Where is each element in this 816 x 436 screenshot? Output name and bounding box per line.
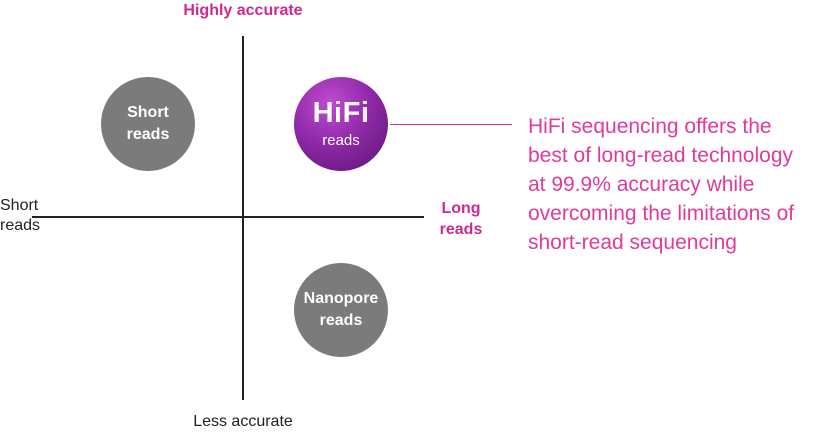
- callout-line-3: at 99.9% accuracy while: [528, 173, 755, 196]
- callout-line-5: short-read sequencing: [528, 231, 737, 254]
- axis-label-right: Long reads: [430, 198, 492, 240]
- short-reads-label-line-2: reads: [126, 126, 170, 143]
- callout-line-4: overcoming the limitations of: [528, 202, 795, 225]
- callout-line-1: HiFi sequencing offers the: [528, 115, 772, 138]
- callout-connector-line: [390, 124, 512, 125]
- hifi-logo-subtext: reads: [322, 132, 360, 149]
- nanopore-label-line-1: Nanopore: [303, 290, 379, 307]
- hifi-reads-logo: HiFi reads: [294, 77, 388, 171]
- short-reads-label-line-1: Short: [127, 104, 169, 121]
- axis-label-right-line-2: reads: [439, 221, 483, 238]
- nanopore-reads-circle: Nanopore reads: [294, 263, 388, 357]
- short-reads-circle: Short reads: [101, 77, 195, 171]
- callout-line-2: best of long-read technology: [528, 144, 794, 167]
- axis-label-left-line-2: reads: [0, 217, 41, 234]
- hifi-logo-text: HiFi: [312, 97, 370, 129]
- axis-label-left-line-1: Short: [0, 197, 39, 214]
- axis-label-right-line-1: Long: [441, 200, 481, 217]
- axis-label-top: Highly accurate: [183, 2, 303, 19]
- axis-label-bottom: Less accurate: [193, 413, 293, 430]
- horizontal-axis: [32, 216, 424, 218]
- callout-text: HiFi sequencing offers the best of long-…: [528, 112, 814, 257]
- vertical-axis: [242, 36, 244, 400]
- axis-label-left: Short reads: [0, 196, 48, 236]
- nanopore-label-line-2: reads: [319, 312, 363, 329]
